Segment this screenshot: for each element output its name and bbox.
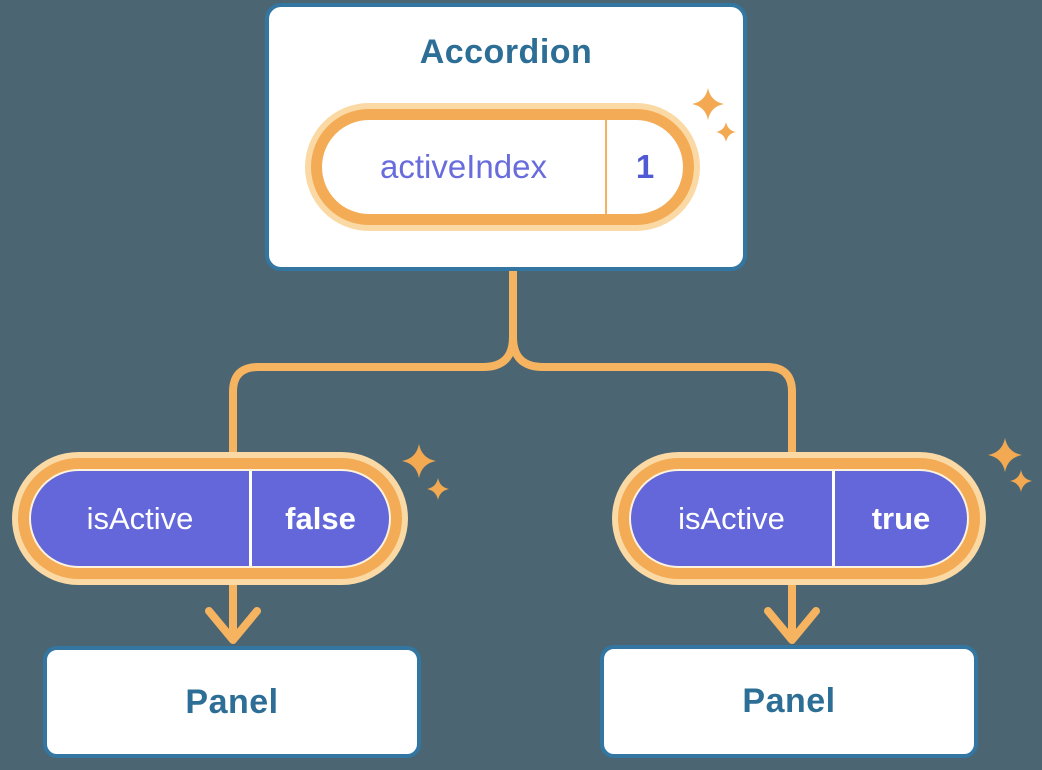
state-prop-label: isActive [678,500,785,536]
accordion-title: Accordion [419,33,593,71]
pill-core: activeIndex 1 [322,120,683,214]
pill-divider [832,471,835,566]
arrow-down-icon [205,607,261,644]
pill-orange-ring: activeIndex 1 [311,109,694,225]
state-prop-value: true [871,500,931,536]
panel-node-left: Panel [43,646,421,758]
arrow-down-icon [764,607,820,644]
accordion-node: Accordion activeIndex 1 [265,3,747,271]
pill-glow-ring: isActive false [12,452,408,585]
pill-glow-ring: isActive true [612,452,986,585]
state-prop-label: isActive [86,500,194,536]
pill-glow-ring: activeIndex 1 [305,103,700,231]
accordion-state-pill: activeIndex 1 [305,103,700,231]
pill-core: isActive true [631,471,967,566]
state-variable-value: 1 [635,148,655,185]
sparkle-icon [402,444,436,478]
pill-orange-ring: isActive false [18,458,402,579]
pill-core: isActive false [31,471,389,566]
pill-orange-ring: isActive true [618,458,980,579]
isactive-pill-left: isActive false [12,452,408,585]
sparkle-icon [427,478,449,500]
panel-node-right: Panel [600,645,978,758]
pill-inner-gap: isActive true [629,469,969,568]
sparkle-icon [988,438,1022,472]
isactive-pill-right: isActive true [612,452,986,585]
pill-divider [605,120,607,214]
state-variable-label: activeIndex [380,148,547,185]
state-prop-value: false [285,500,356,536]
pill-inner-gap: isActive false [29,469,391,568]
sparkle-icon [1010,470,1032,492]
